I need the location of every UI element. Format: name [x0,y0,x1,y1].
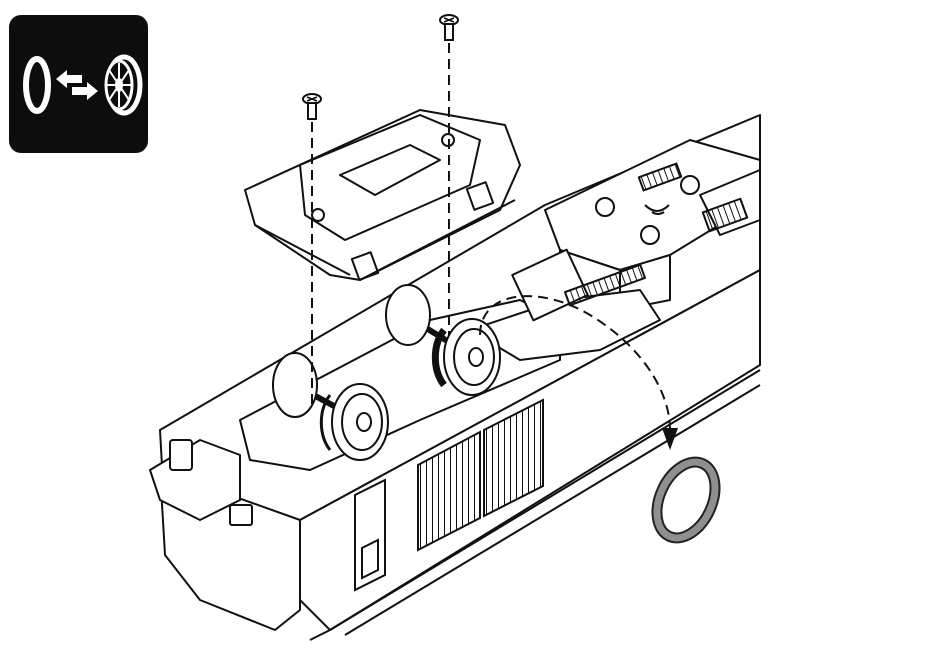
screw-icon [303,94,321,119]
side-door [355,480,385,590]
traction-tire-ring [646,453,727,547]
screw-icon [440,15,458,40]
